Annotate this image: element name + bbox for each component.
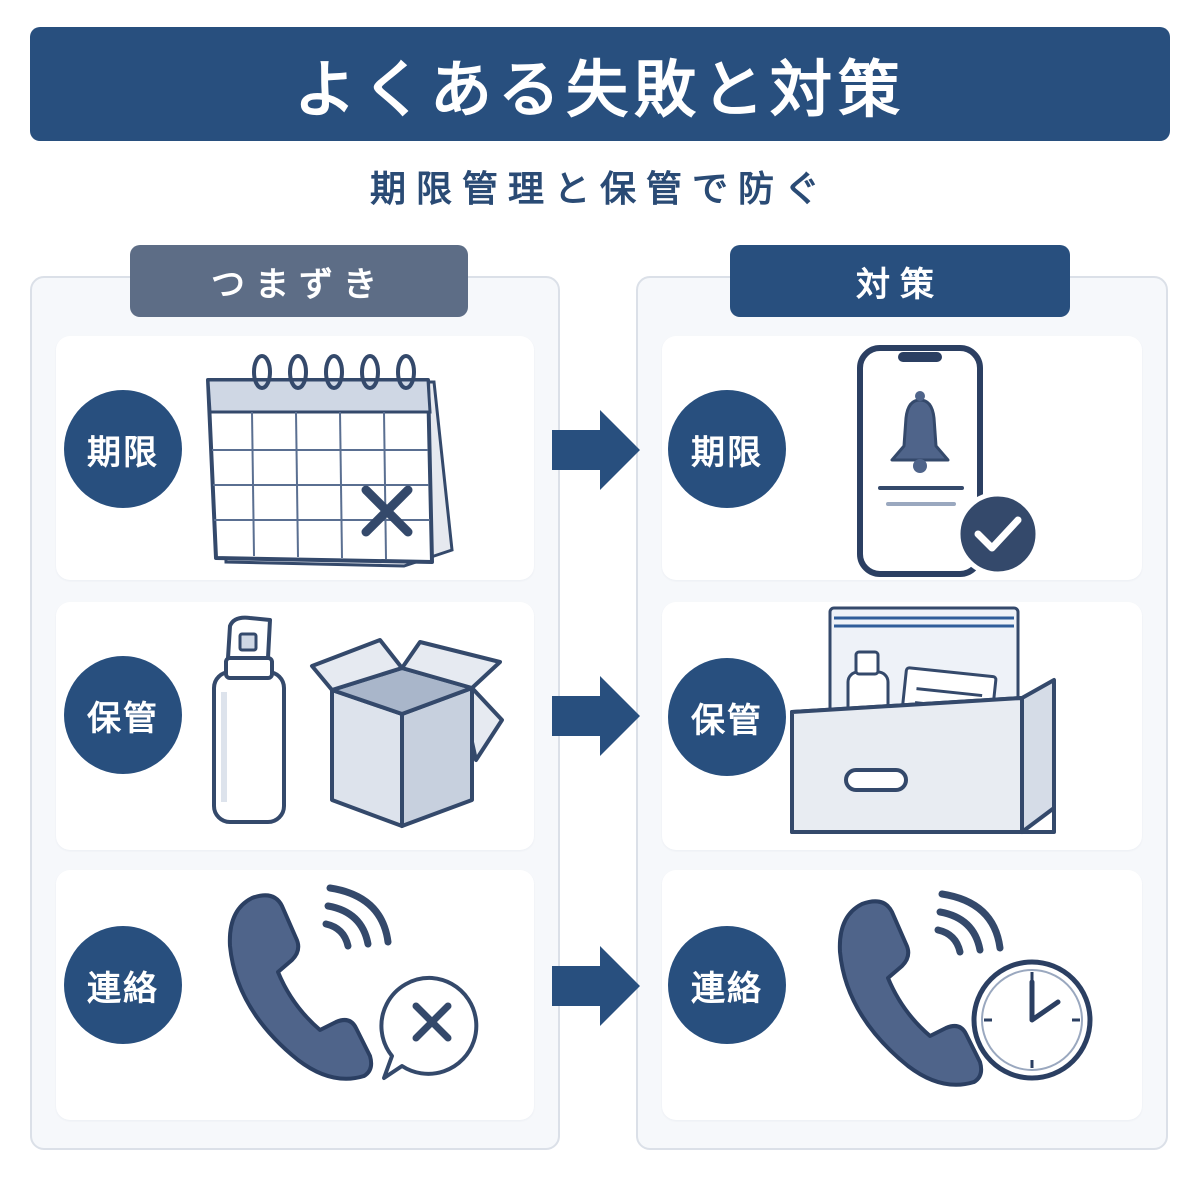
problem-badge-storage: 保管 (64, 656, 182, 774)
arrow-right-icon (552, 410, 640, 490)
solutions-header: 対策 (730, 245, 1070, 317)
solution-badge-deadline: 期限 (668, 390, 786, 508)
spray-bottle-open-box-icon (212, 615, 504, 828)
storage-box-bag-icon (790, 606, 1056, 834)
phone-clock-icon (837, 890, 1093, 1087)
arrow-right-icon (552, 946, 640, 1026)
solution-badge-storage: 保管 (668, 658, 786, 776)
problem-badge-contact: 連絡 (64, 926, 182, 1044)
arrow-right-icon (552, 676, 640, 756)
page-title: よくある失敗と対策 (293, 53, 906, 126)
calendar-x-icon (206, 354, 454, 568)
phone-missed-icon (227, 884, 479, 1081)
page-subtitle: 期限管理と保管で防ぐ (369, 169, 830, 210)
problems-header: つまずき (130, 245, 468, 317)
title-banner: よくある失敗と対策 (30, 27, 1170, 141)
solution-badge-contact: 連絡 (668, 926, 786, 1044)
problem-badge-deadline: 期限 (64, 390, 182, 508)
phone-bell-check-icon (857, 345, 1041, 577)
